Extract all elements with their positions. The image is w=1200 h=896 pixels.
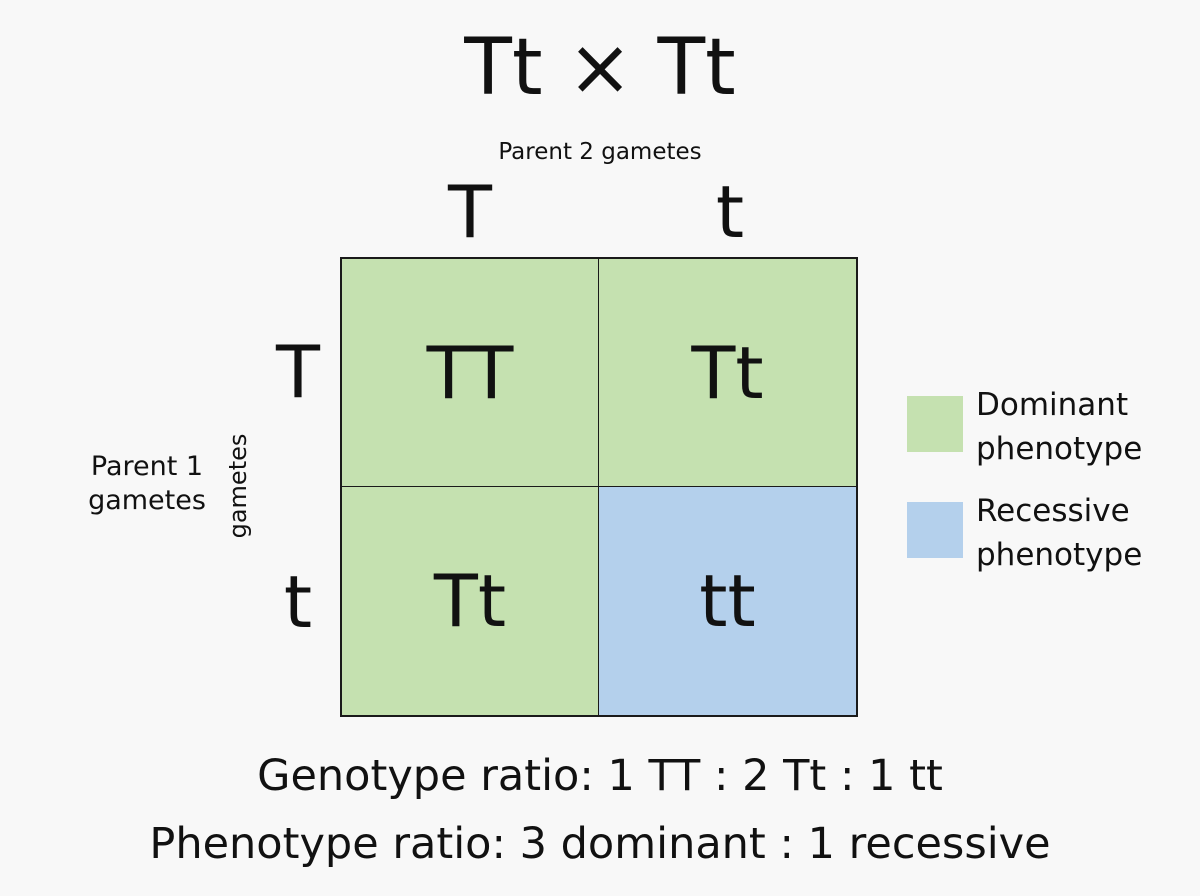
parent1-allele-1: T (276, 330, 320, 414)
legend-dominant-line2: phenotype (976, 431, 1143, 467)
legend-dominant-line1: Dominant (976, 387, 1129, 423)
legend-recessive-swatch (907, 502, 963, 558)
genotype-ratio: Genotype ratio: 1 TT : 2 Tt : 1 tt (257, 751, 943, 801)
phenotype-ratio: Phenotype ratio: 3 dominant : 1 recessiv… (149, 819, 1051, 869)
punnett-cell-Tt-bottom: Tt (342, 487, 599, 715)
parent1-label-line2: gametes (88, 485, 206, 516)
parent1-gametes-rotated-label: gametes (224, 433, 252, 539)
parent1-label-line1: Parent 1 (90, 451, 204, 482)
cross-title: Tt × Tt (464, 23, 736, 113)
parent1-gametes-label: Parent 1 gametes (62, 450, 232, 518)
legend-recessive-line1: Recessive (976, 493, 1130, 529)
punnett-cell-Tt-top: Tt (599, 259, 856, 487)
punnett-cell-TT: TT (342, 259, 599, 487)
parent2-gametes-label: Parent 2 gametes (498, 139, 702, 165)
parent2-allele-1: T (448, 170, 492, 254)
legend-recessive-label: Recessive phenotype (976, 489, 1186, 577)
legend-dominant-swatch (907, 396, 963, 452)
legend-dominant-label: Dominant phenotype (976, 383, 1186, 471)
parent1-allele-2: t (283, 560, 313, 644)
parent2-allele-2: t (715, 170, 745, 254)
punnett-cell-tt: tt (599, 487, 856, 715)
punnett-square: TT Tt Tt tt (340, 257, 858, 717)
legend-recessive-line2: phenotype (976, 537, 1143, 573)
